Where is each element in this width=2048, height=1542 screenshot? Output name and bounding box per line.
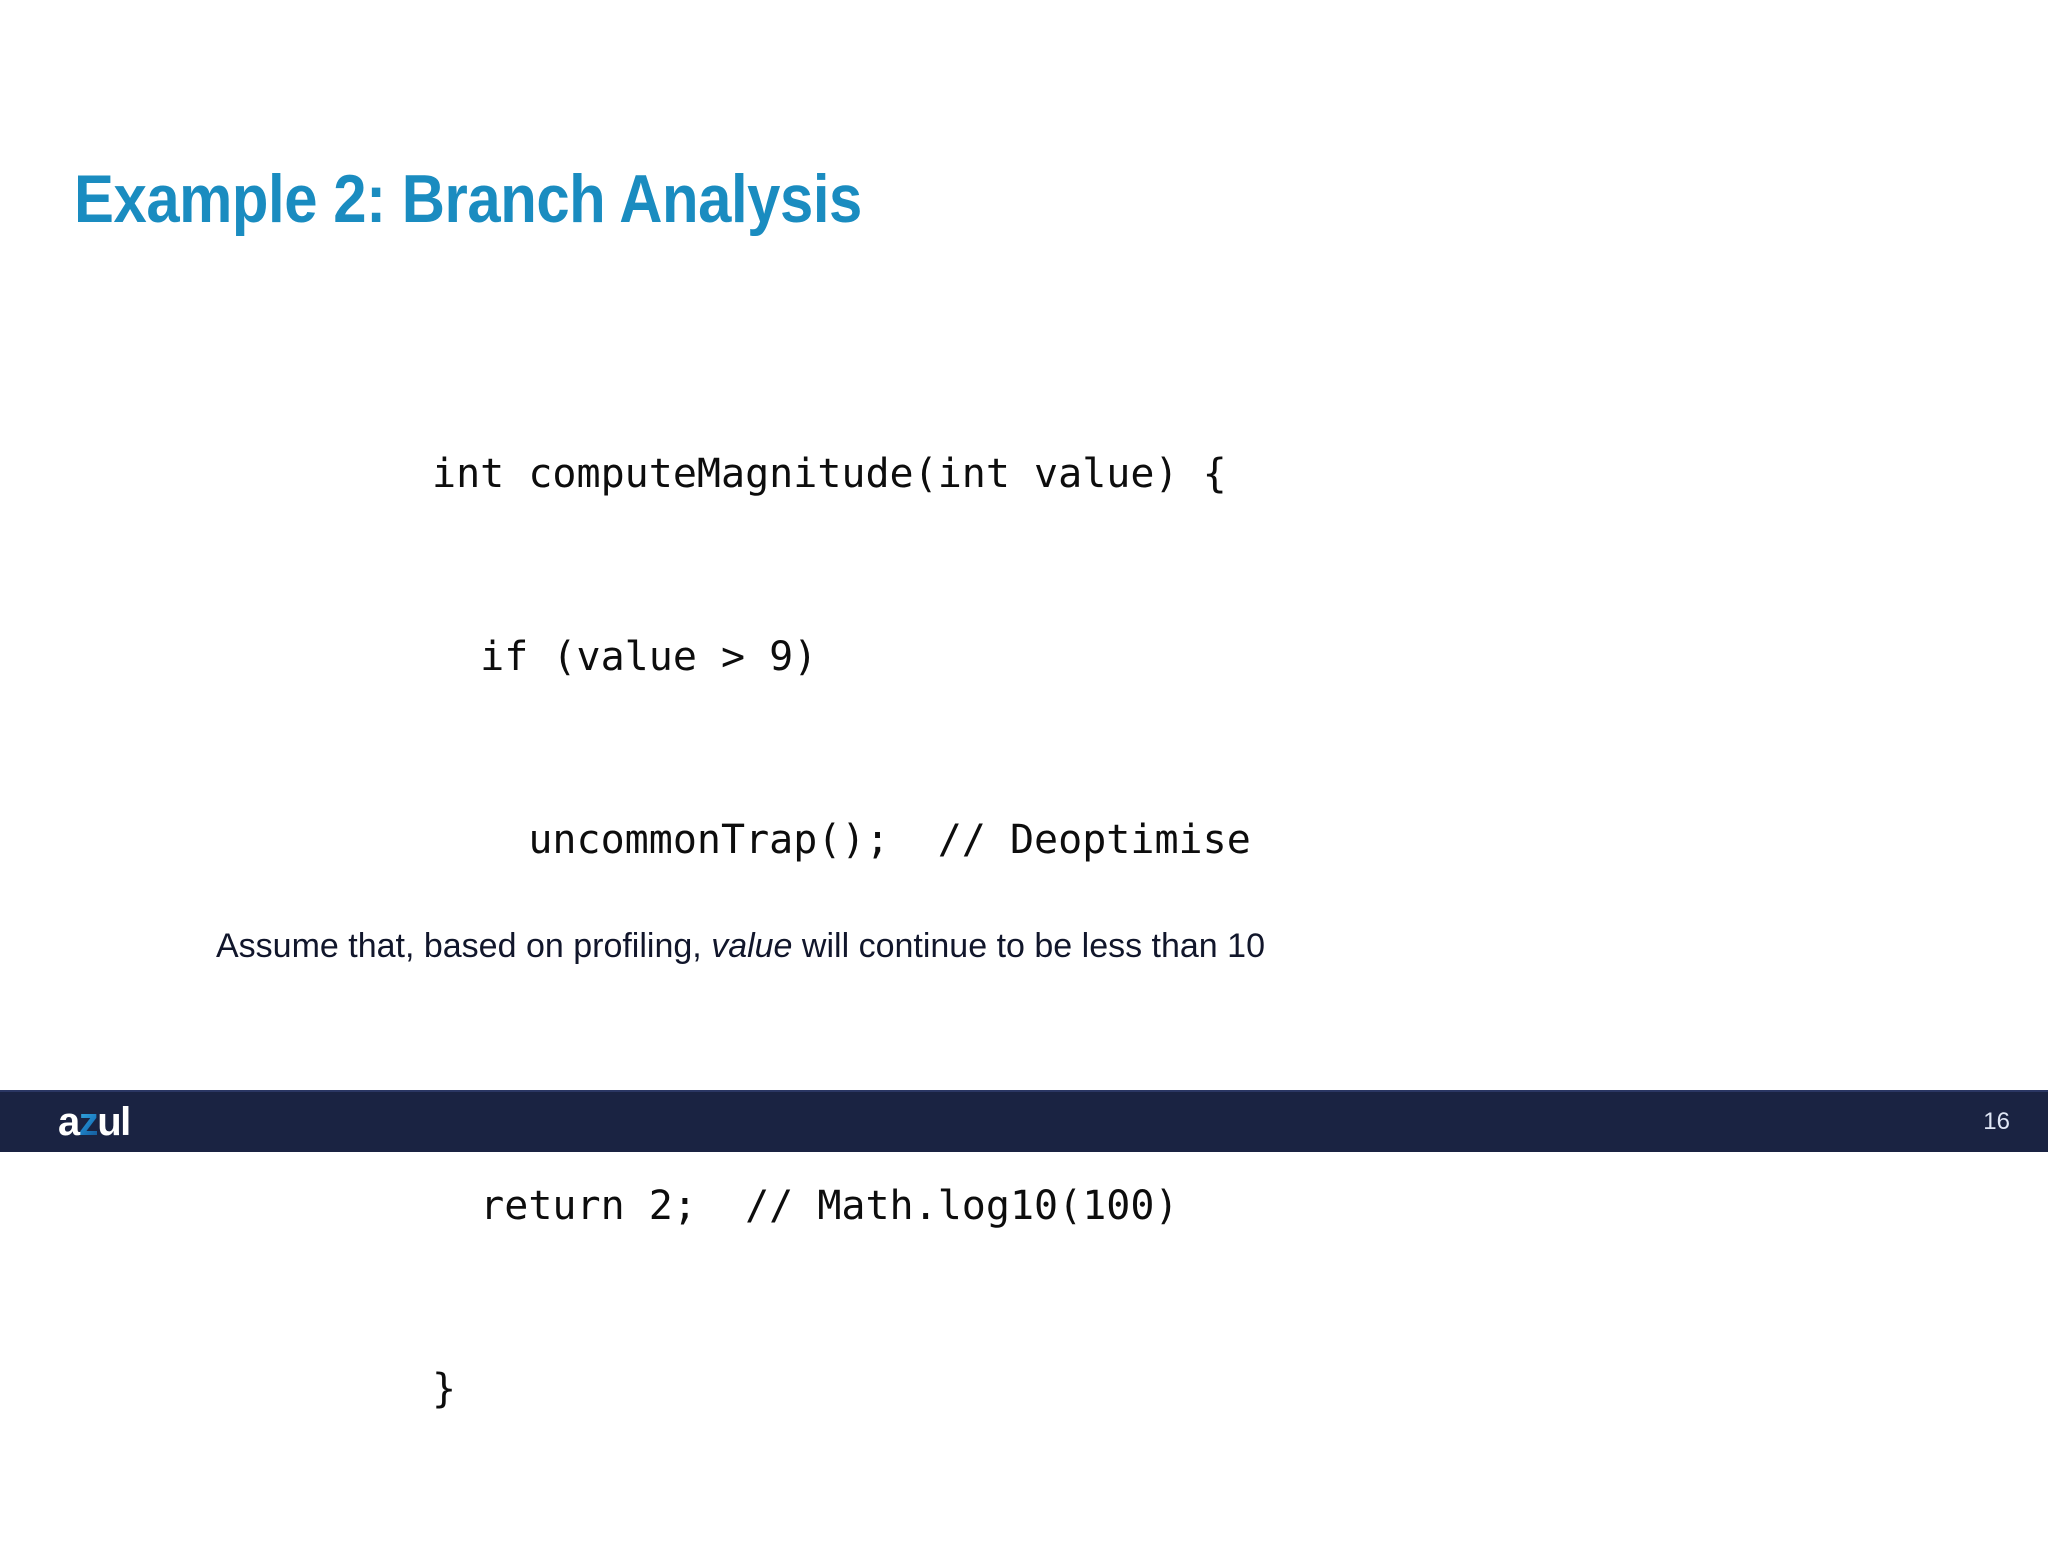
slide-canvas: Example 2: Branch Analysis int computeMa… [0, 160, 2048, 1412]
azul-logo-letters-ul: ul [97, 1100, 131, 1144]
code-line: return 2; // Math.log10(100) [432, 1183, 1179, 1229]
code-line: } [432, 1366, 457, 1412]
code-line: int computeMagnitude(int value) { [432, 451, 1227, 497]
caption-text: Assume that, based on profiling, value w… [216, 924, 1265, 968]
azul-logo-letter-a: a [58, 1100, 80, 1144]
caption-prefix: Assume that, based on profiling, [216, 927, 712, 965]
page-number: 16 [1983, 1108, 2010, 1135]
code-line: uncommonTrap(); // Deoptimise [432, 817, 1251, 863]
code-line-blank [432, 993, 1251, 1054]
caption-emphasis-value: value [711, 927, 793, 965]
azul-logo-letter-z: z [78, 1100, 99, 1144]
caption-suffix: will continue to be less than 10 [792, 927, 1265, 965]
code-line: if (value > 9) [432, 634, 818, 680]
page-title: Example 2: Branch Analysis [74, 160, 862, 237]
